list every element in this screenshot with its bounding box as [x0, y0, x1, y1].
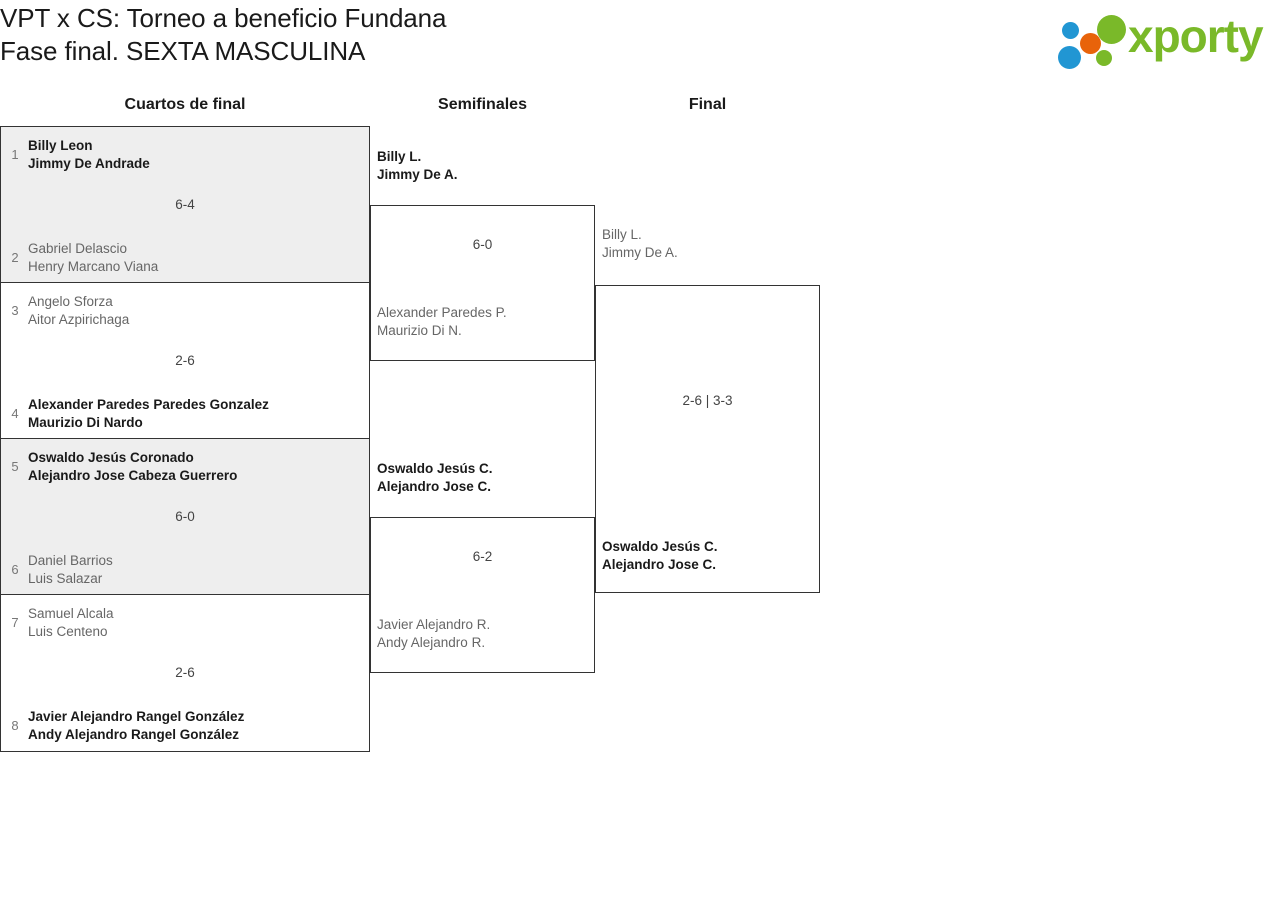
- team-bottom-final[interactable]: Oswaldo Jesús C. Alejandro Jose C.: [602, 539, 718, 572]
- team-top-sf-2[interactable]: Oswaldo Jesús C. Alejandro Jose C.: [377, 461, 493, 494]
- team-bottom[interactable]: Javier Alejandro Rangel González Andy Al…: [28, 709, 245, 742]
- match-qf-2[interactable]: 3 Angelo Sforza Aitor Azpirichaga 2-6 4 …: [1, 283, 369, 439]
- match-qf-1[interactable]: 1 Billy Leon Jimmy De Andrade 6-4 2 Gabr…: [1, 127, 369, 283]
- team-top[interactable]: Oswaldo Jesús Coronado Alejandro Jose Ca…: [28, 450, 238, 483]
- seed-number: 2: [11, 250, 19, 265]
- match-score: 6-0: [472, 237, 493, 252]
- match-score: 2-6 | 3-3: [682, 393, 733, 408]
- seed-number: 5: [11, 459, 19, 474]
- team-bottom[interactable]: Gabriel Delascio Henry Marcano Viana: [28, 241, 159, 274]
- seed-number: 1: [11, 147, 19, 162]
- team-bottom-sf-1[interactable]: Alexander Paredes P. Maurizio Di N.: [377, 305, 507, 338]
- match-score: 6-4: [175, 197, 195, 212]
- team-top-final[interactable]: Billy L. Jimmy De A.: [602, 227, 678, 260]
- round-header-quarterfinals: Cuartos de final: [124, 96, 246, 113]
- match-score: 6-0: [175, 509, 195, 524]
- team-bottom[interactable]: Daniel Barrios Luis Salazar: [28, 553, 113, 586]
- logo-dot-green-large: [1097, 15, 1126, 44]
- team-top[interactable]: Angelo Sforza Aitor Azpirichaga: [28, 294, 130, 327]
- page-title: VPT x CS: Torneo a beneficio Fundana Fas…: [0, 3, 447, 66]
- seed-number: 6: [11, 562, 19, 577]
- match-final[interactable]: 2-6 | 3-3: [595, 285, 820, 593]
- match-sf-1[interactable]: 6-0: [370, 205, 595, 361]
- team-top[interactable]: Samuel Alcala Luis Centeno: [28, 606, 114, 639]
- match-sf-2[interactable]: 6-2: [370, 517, 595, 673]
- match-qf-4[interactable]: 7 Samuel Alcala Luis Centeno 2-6 8 Javie…: [1, 595, 369, 751]
- logo-wordmark: xporty: [1128, 10, 1264, 62]
- seed-number: 3: [11, 303, 19, 318]
- team-bottom[interactable]: Alexander Paredes Paredes Gonzalez Mauri…: [28, 397, 269, 430]
- match-score: 2-6: [175, 665, 195, 680]
- seed-number: 7: [11, 615, 19, 630]
- round-header-semifinals: Semifinales: [438, 96, 527, 113]
- logo-dot-green-small: [1096, 50, 1112, 66]
- xporty-logo[interactable]: xporty: [1050, 6, 1274, 69]
- match-score: 2-6: [175, 353, 195, 368]
- round-quarterfinals: 1 Billy Leon Jimmy De Andrade 6-4 2 Gabr…: [0, 126, 370, 752]
- team-top[interactable]: Billy Leon Jimmy De Andrade: [28, 138, 150, 171]
- seed-number: 4: [11, 406, 19, 421]
- match-score: 6-2: [472, 549, 493, 564]
- match-qf-3[interactable]: 5 Oswaldo Jesús Coronado Alejandro Jose …: [1, 439, 369, 595]
- team-top-sf-1[interactable]: Billy L. Jimmy De A.: [377, 149, 458, 182]
- seed-number: 8: [11, 718, 19, 733]
- logo-dot-blue-large: [1058, 46, 1081, 69]
- team-bottom-sf-2[interactable]: Javier Alejandro R. Andy Alejandro R.: [377, 617, 491, 650]
- logo-dot-blue-small: [1062, 22, 1079, 39]
- logo-dot-orange: [1080, 33, 1101, 54]
- round-header-final: Final: [688, 96, 727, 113]
